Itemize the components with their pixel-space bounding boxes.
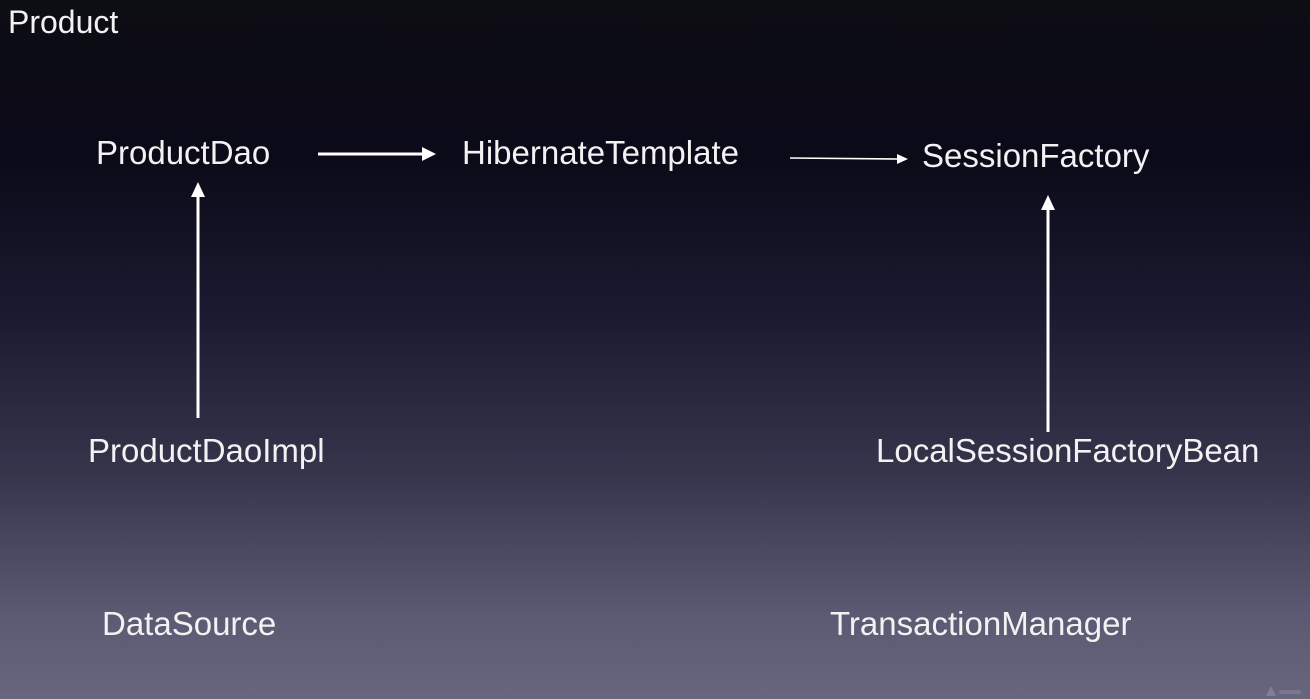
arrow-productdao-to-hibernatetemplate xyxy=(318,147,436,161)
arrow-hibernatetemplate-to-sessionfactory xyxy=(789,154,908,164)
slide-title: Product xyxy=(8,4,119,40)
node-product-dao-impl: ProductDaoImpl xyxy=(88,432,325,469)
node-product-dao: ProductDao xyxy=(96,134,271,171)
node-local-session-factory-bean: LocalSessionFactoryBean xyxy=(876,432,1260,469)
watermark-logo-icon xyxy=(1266,686,1301,696)
node-transaction-manager: TransactionManager xyxy=(830,605,1132,642)
node-session-factory: SessionFactory xyxy=(922,137,1150,174)
arrow-productdaoimpl-to-productdao xyxy=(191,182,205,418)
node-data-source: DataSource xyxy=(102,605,277,642)
arrow-localsfb-to-sessionfactory xyxy=(1041,195,1055,432)
node-hibernate-template: HibernateTemplate xyxy=(462,134,739,171)
